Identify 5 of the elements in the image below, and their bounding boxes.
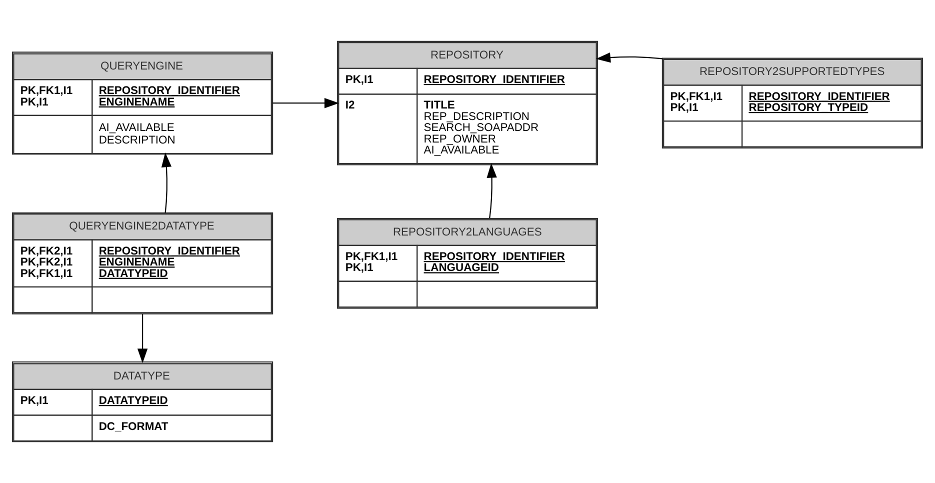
arrow bbox=[272, 98, 340, 108]
arrow bbox=[137, 314, 148, 364]
arrow bbox=[161, 152, 172, 213]
arrow bbox=[486, 163, 497, 218]
arrow bbox=[596, 52, 662, 63]
